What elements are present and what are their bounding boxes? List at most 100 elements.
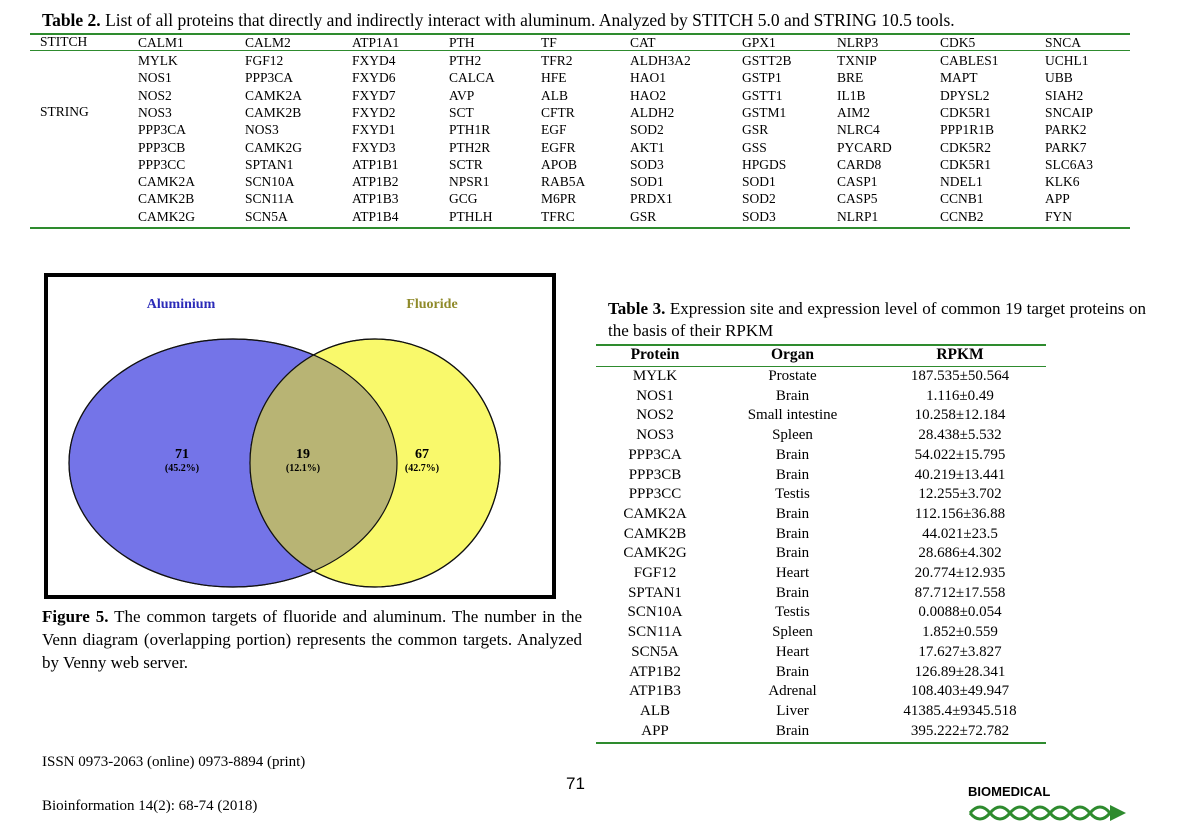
table2-string-row-cell: CAMK2G: [245, 139, 303, 155]
table3-header-rpkm: RPKM: [936, 346, 984, 363]
table2-string-row-cell: SLC6A3: [1045, 156, 1094, 172]
table2-string-row-cell: CAMK2B: [245, 104, 302, 120]
table2-string-row-cell: CDK5R1: [940, 156, 992, 172]
table2-string-row-cell: SCTR: [449, 156, 483, 172]
venn-right-count: 67: [415, 447, 429, 462]
table2-caption-label: Table 2.: [42, 10, 101, 30]
table2-string-row-cell: ALDH3A2: [630, 53, 691, 68]
table3-row-cell: 126.89±28.341: [914, 663, 1006, 680]
table2-stitch-cell: GPX1: [742, 35, 776, 50]
table2-string-row-cell: EGF: [541, 122, 567, 138]
table2-string-row-cell: CAMK2A: [138, 174, 196, 190]
table2-string-row-cell: GSR: [742, 122, 769, 138]
venn-right-outline: [249, 338, 501, 588]
table2-string-row-cell: PYCARD: [837, 139, 892, 155]
venn-right-title: Fluoride: [406, 297, 457, 312]
table3-row-cell: 395.222±72.782: [910, 722, 1010, 739]
table2-string-row-cell: HAO2: [630, 87, 666, 103]
table2-string-row-cell: SCN11A: [245, 191, 295, 207]
table2-top-rule: [30, 33, 1130, 35]
table2-string-row-cell: NLRP1: [837, 208, 879, 224]
venn-diagram: Aluminium Fluoride 71 (45.2%) 19 (12.1%)…: [68, 297, 501, 588]
table2-string-row-cell: GSS: [742, 139, 767, 155]
table2-string-row-cell: SOD2: [742, 191, 776, 207]
table3-row-cell: Brain: [775, 722, 810, 739]
table2-stitch-cell: CALM2: [245, 35, 291, 50]
venn-overlap-region: [250, 339, 397, 587]
biomedical-logo: BIOMEDICAL: [968, 784, 1128, 828]
table2-string-row-cell: SCN5A: [245, 208, 288, 224]
table3-row-cell: NOS3: [636, 427, 674, 444]
table2-string-row-cell: DPYSL2: [940, 87, 990, 103]
table3-row-cell: MYLK: [632, 368, 678, 384]
table2-string-row-cell: GSTT2B: [742, 53, 792, 68]
table2-string-row-cell: SPTAN1: [245, 156, 294, 172]
table2-string-row-cell: FXYD4: [352, 53, 396, 68]
table3-row-cell: 1.852±0.559: [922, 624, 998, 641]
table2-string-row-cell: NLRC4: [837, 122, 880, 138]
table2-string-row-cell: CABLES1: [940, 53, 999, 68]
table3-row-cell: SPTAN1: [628, 584, 682, 601]
table2-string-row-cell: FXYD7: [352, 87, 396, 103]
table2-string-row-cell: UBB: [1045, 70, 1073, 86]
table3-row-cell: 87.712±17.558: [914, 584, 1006, 601]
table3-row-cell: PPP3CB: [628, 466, 682, 483]
footer-page-number: 71: [566, 774, 585, 793]
table3-row-cell: 10.258±12.184: [914, 407, 1006, 424]
table3-row-cell: 28.438±5.532: [918, 427, 1002, 444]
venn-figure-frame: Aluminium Fluoride 71 (45.2%) 19 (12.1%)…: [44, 273, 556, 599]
table3-row-cell: Brain: [775, 446, 810, 463]
figure5-caption: Figure 5. The common targets of fluoride…: [42, 605, 582, 674]
table2-stitch-cell: ATP1A1: [352, 35, 400, 50]
table2-string-row-cell: PARK7: [1045, 139, 1087, 155]
table2-string-row-cell: AVP: [449, 87, 475, 103]
table3-row-cell: 41385.4±9345.518: [903, 702, 1017, 719]
table2-string-row-cell: MYLK: [138, 53, 178, 68]
table3-row-cell: Liver: [776, 702, 809, 719]
table2-string-row-cell: ALDH2: [630, 104, 675, 120]
table3-header-rule: [596, 366, 1046, 367]
table2-stitch-cell: SNCA: [1045, 35, 1082, 50]
table2-string-row-cell: PTH2: [449, 53, 482, 68]
table2-string-row-cell: SNCAIP: [1045, 104, 1094, 120]
table2-string-row-cell: CAMK2A: [245, 87, 303, 103]
table2-string-row-cell: FXYD6: [352, 70, 396, 86]
table2-string-row-cell: NPSR1: [449, 174, 490, 190]
table2-string-row-cell: CDK5R2: [940, 139, 992, 155]
table2-string-row-cell: GSTM1: [742, 104, 787, 120]
table3-row-cell: Brain: [775, 525, 810, 542]
table2-stitch-cell: CALM1: [138, 35, 184, 50]
table2-string-row-cell: M6PR: [541, 191, 577, 207]
table2-string-row-cell: PARK2: [1045, 122, 1087, 138]
figure5-label: Figure 5.: [42, 607, 109, 626]
venn-overlap-count: 19: [296, 447, 310, 462]
table2-caption: Table 2. List of all proteins that direc…: [42, 10, 1162, 31]
table2-string-row-cell: IL1B: [837, 87, 866, 103]
table2-string-row-cell: SOD1: [630, 174, 664, 190]
table2-string-row-cell: TFR2: [541, 53, 573, 68]
table3-row-cell: 187.535±50.564: [910, 368, 1010, 384]
table2-string-row-cell: ALB: [541, 87, 568, 103]
table2-string-row-cell: AKT1: [630, 139, 665, 155]
table3-row-cell: CAMK2G: [623, 545, 687, 562]
table2-string-row-cell: ATP1B3: [352, 191, 399, 207]
table3-row-cell: Small intestine: [747, 407, 838, 424]
venn-right-percent: (42.7%): [405, 463, 439, 474]
table3-row-cell: Heart: [775, 565, 810, 581]
table2-stitch-cell: CAT: [630, 35, 656, 50]
venn-overlap-percent: (12.1%): [286, 463, 320, 474]
venn-left-count: 71: [175, 447, 189, 462]
table2-string-row-cell: SOD1: [742, 174, 776, 190]
table3-row-cell: ALB: [640, 702, 670, 719]
table2-string-row-cell: GSR: [630, 208, 657, 224]
table2-string-row-cell: GSTP1: [742, 70, 782, 86]
table2-string-row-cell: NOS3: [138, 104, 172, 120]
table2-string-row-cell: CFTR: [541, 104, 575, 120]
table2-string-row-cell: AIM2: [837, 104, 870, 120]
table3-header-organ: Organ: [770, 346, 815, 363]
table2-string-row-cell: CASP5: [837, 191, 878, 207]
table2-string-row-cell: NDEL1: [940, 174, 983, 190]
table2-stitch-cell: PTH: [449, 35, 475, 50]
venn-left-percent: (45.2%): [165, 463, 199, 474]
table3-caption-label: Table 3.: [608, 299, 666, 318]
